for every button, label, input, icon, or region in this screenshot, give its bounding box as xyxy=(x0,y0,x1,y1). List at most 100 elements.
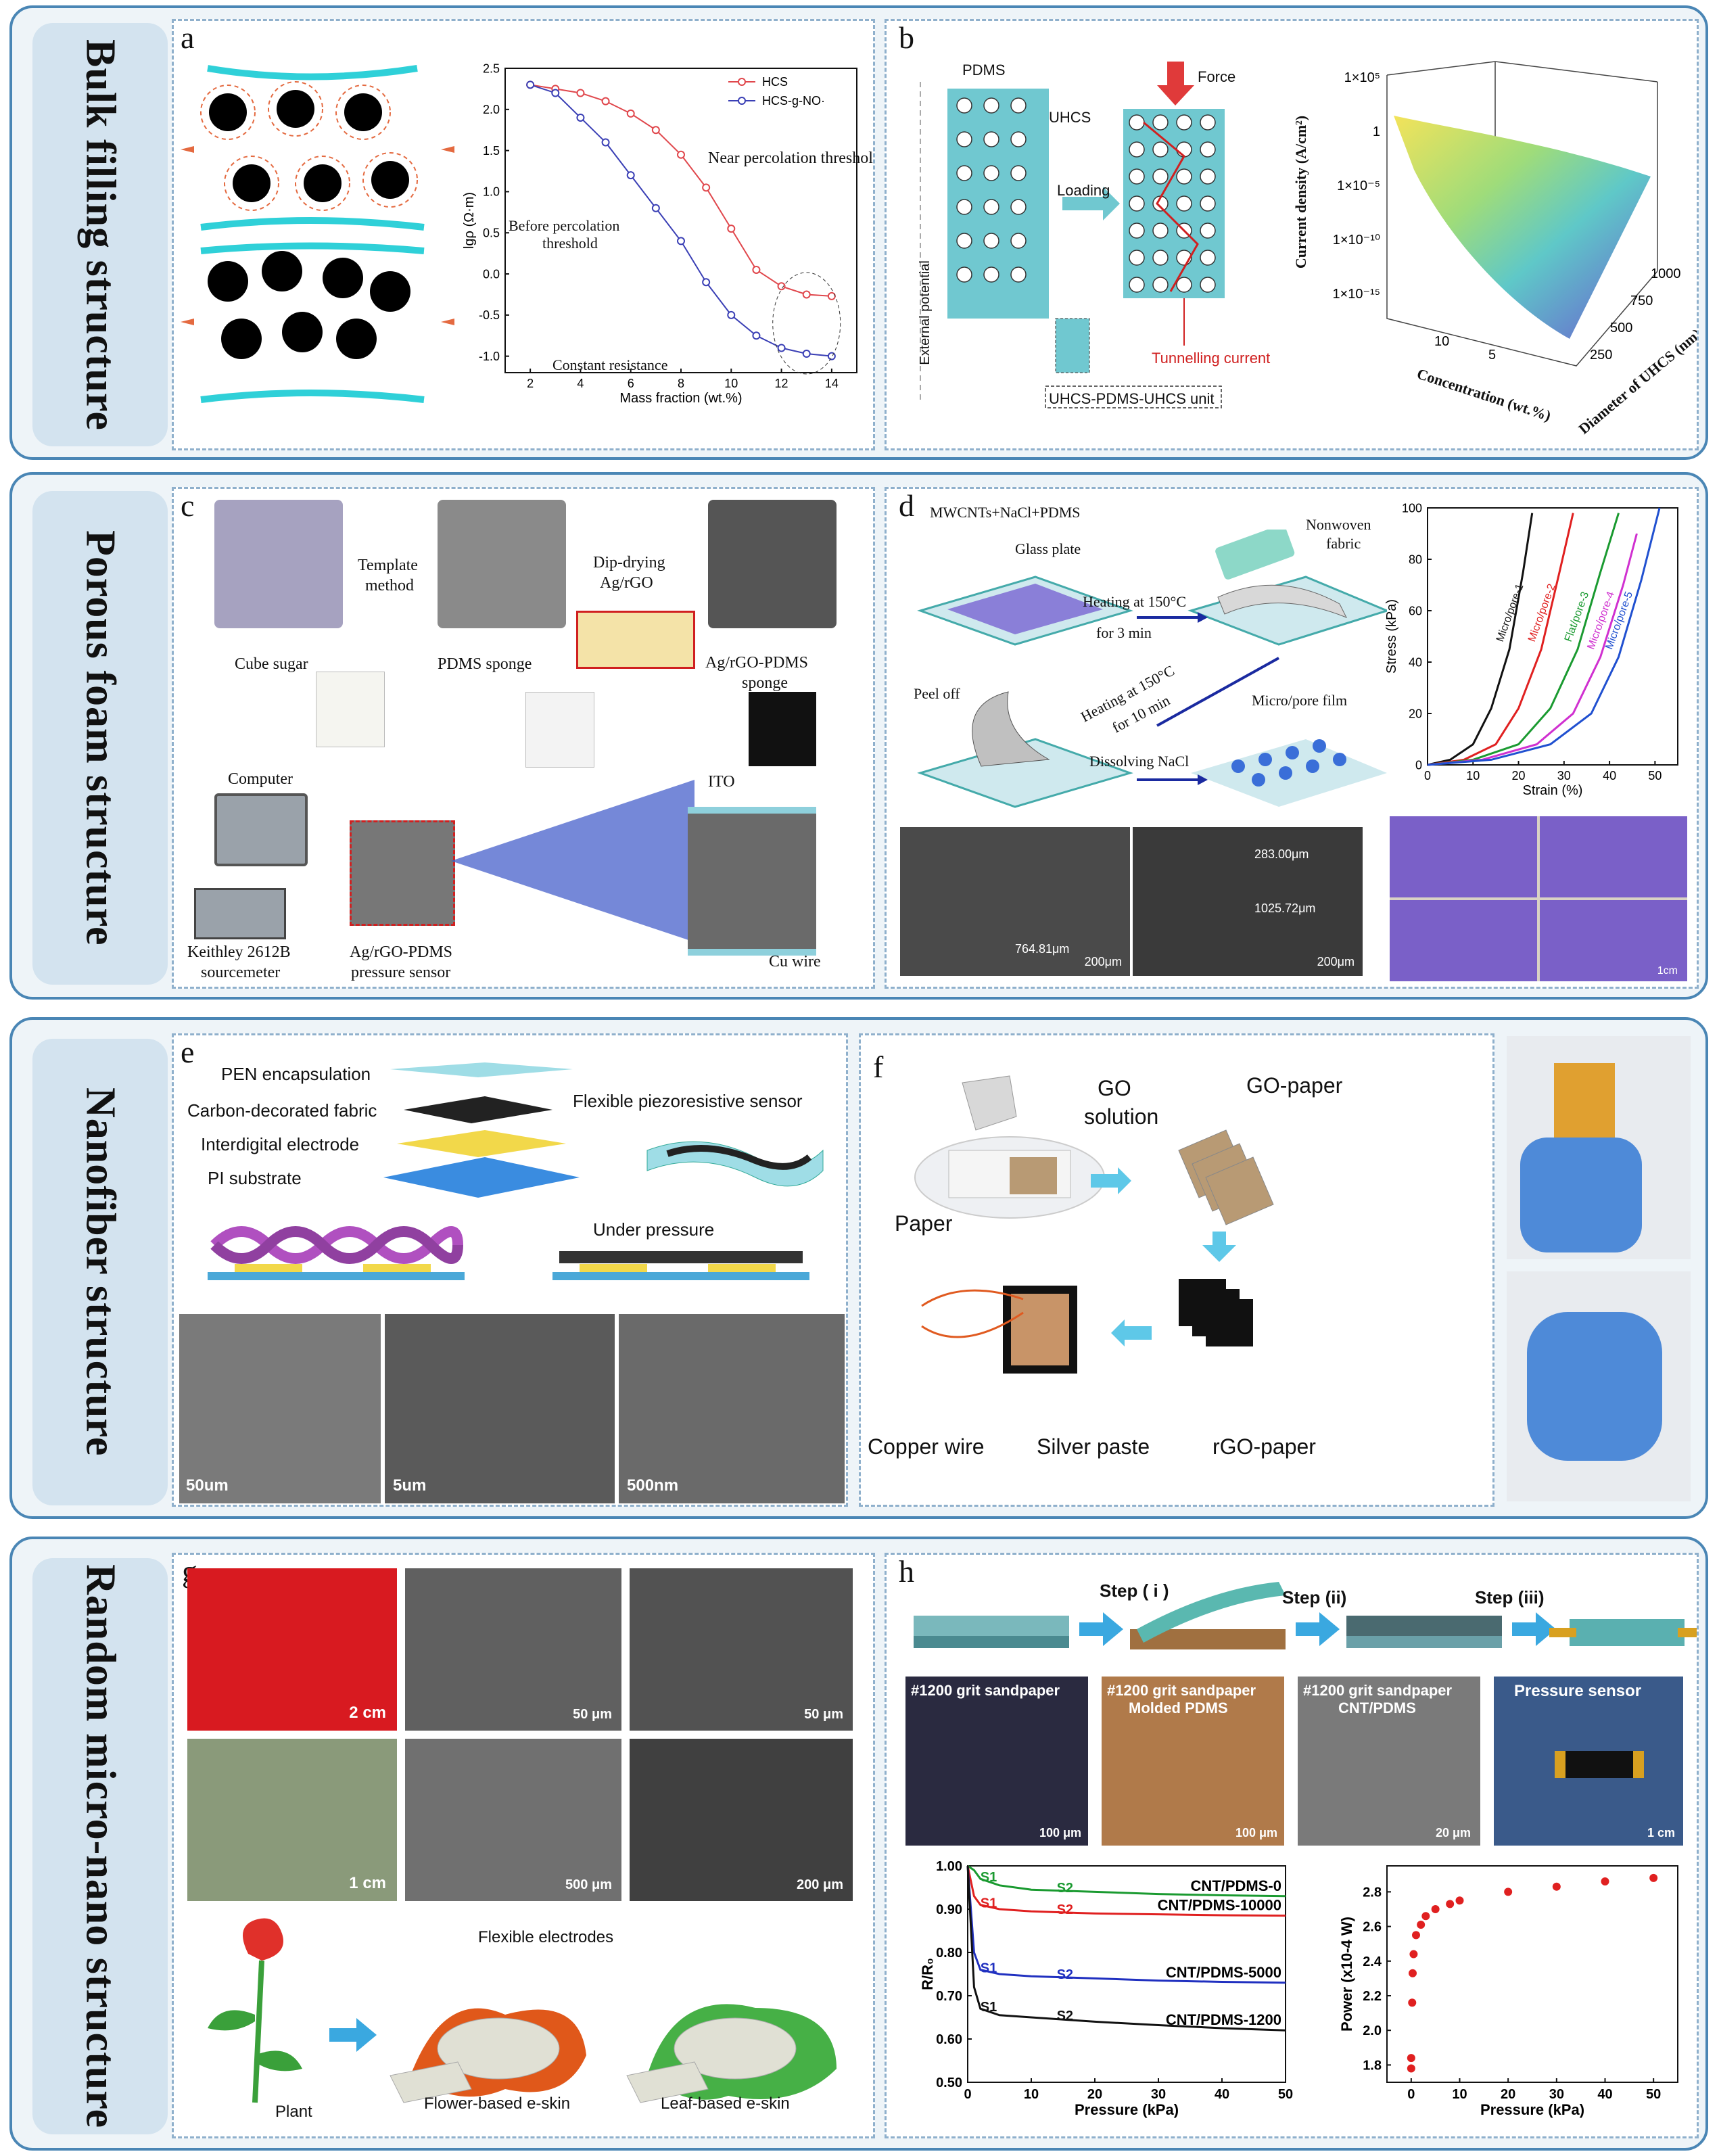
finger-photo-1 xyxy=(1390,816,1537,897)
finger-photos: 1cm xyxy=(1390,816,1687,981)
label-ito: ITO xyxy=(708,773,735,791)
data-point xyxy=(576,89,585,97)
x-tick-label: 50 xyxy=(1278,2087,1293,2102)
plot-frame xyxy=(1427,507,1678,766)
data-point xyxy=(576,113,585,122)
label-rgo: rGO-paper xyxy=(1212,1434,1316,1459)
sem-image-2: 200μm 283.00μm 1025.72μm xyxy=(1133,827,1363,976)
label-unit: UHCS-PDMS-UHCS unit xyxy=(1049,390,1215,407)
series-label: Micro/pore-2 xyxy=(1526,582,1558,643)
y-tick-label: 0.80 xyxy=(936,1946,962,1961)
y-tick-label: 1000 xyxy=(1651,266,1681,281)
x-tick-label: 2 xyxy=(527,377,534,390)
filler-schematic xyxy=(181,65,454,403)
legend-label: HCS xyxy=(762,75,788,89)
data-point xyxy=(1407,2064,1415,2073)
data-point xyxy=(1412,1931,1420,1940)
e-skin-illustration xyxy=(208,1918,837,2103)
data-point xyxy=(1417,1921,1426,1929)
data-point xyxy=(1504,1888,1513,1896)
ag-rgo-inset xyxy=(576,611,695,669)
region-label: S2 xyxy=(1057,1902,1073,1917)
region-label: S2 xyxy=(1057,2009,1073,2023)
plateau-circle xyxy=(772,272,841,375)
y-axis-label: lgρ (Ω·m) xyxy=(462,192,477,249)
dim-label: 1025.72μm xyxy=(1254,901,1316,915)
label-dissolve: Dissolving NaCl xyxy=(1089,753,1190,770)
series-line xyxy=(529,84,832,297)
finger-photo-2 xyxy=(1540,816,1687,897)
photo-scale: 2 cm xyxy=(349,1704,386,1722)
label-heat1b: for 3 min xyxy=(1096,624,1152,641)
data-point xyxy=(651,204,660,212)
x-tick-label: 50 xyxy=(1646,2087,1661,2102)
x-tick-label: 10 xyxy=(1466,769,1480,782)
photo-sensor-hand-1 xyxy=(1507,1036,1691,1259)
cube-sugar-image xyxy=(214,500,343,628)
sem-scale: 50um xyxy=(186,1476,229,1495)
label-flower: Flower-based e-skin xyxy=(424,2094,571,2113)
region-label: S2 xyxy=(1057,1967,1073,1982)
legend-label: HCS-g-NO· xyxy=(762,94,825,108)
x-tick-label: 10 xyxy=(724,377,738,390)
label-force: Force xyxy=(1198,68,1236,85)
annotation-before-2: threshold xyxy=(542,235,598,252)
y-axis-label: Stress (kPa) xyxy=(1384,599,1399,674)
x-tick-label: 40 xyxy=(1597,2087,1612,2102)
data-point xyxy=(1601,1877,1609,1886)
z-tick-label: 1×10⁻⁵ xyxy=(1337,179,1380,193)
label-step-3: Step (iii) xyxy=(1475,1587,1545,1608)
label-plant: Plant xyxy=(275,2103,312,2121)
sem-e-2: 5um xyxy=(385,1314,615,1503)
x-tick-label: 30 xyxy=(1151,2087,1166,2102)
data-point xyxy=(1431,1905,1440,1913)
sem-scale: 500 μm xyxy=(565,1877,612,1892)
label-peel: Peel off xyxy=(914,685,960,702)
data-point xyxy=(1408,1998,1417,2007)
label-agrgo-pdms: Ag/rGO-PDMS xyxy=(705,654,809,672)
sem-image-h: #1200 grit sandpaper CNT/PDMS 20 μm xyxy=(1298,1677,1480,1846)
ag-photo xyxy=(749,692,816,766)
data-point xyxy=(677,237,685,245)
image-title: #1200 grit sandpaper xyxy=(911,1682,1060,1699)
y-tick-label: 0.90 xyxy=(936,1902,962,1917)
label-step-1: Step ( i ) xyxy=(1100,1580,1169,1601)
data-point xyxy=(601,138,610,147)
sem-scale: 200μm xyxy=(1317,955,1355,968)
finger-photo-3 xyxy=(1390,900,1537,981)
y-tick-label: 0.60 xyxy=(936,2032,962,2047)
panel-b: b xyxy=(885,19,1699,450)
series-label: CNT/PDMS-10000 xyxy=(1158,1897,1281,1914)
data-point xyxy=(1408,1969,1417,1977)
sem-scale: 50 μm xyxy=(573,1707,612,1722)
section-porous-foam: Porous foam structure c Template method … xyxy=(9,472,1708,1000)
series-line xyxy=(966,1865,1286,1917)
y-axis-label: R/R₀ xyxy=(919,1958,936,1990)
y-tick-label: 2.8 xyxy=(1363,1885,1382,1900)
label-heat1: Heating at 150°C xyxy=(1083,593,1186,610)
data-point xyxy=(1421,1912,1430,1921)
scale-bar: 100 μm xyxy=(1235,1826,1277,1839)
series-label: CNT/PDMS-1200 xyxy=(1166,2011,1281,2028)
x-tick-label: 40 xyxy=(1215,2087,1229,2102)
pdms-sponge-image xyxy=(438,500,566,628)
sensor-film xyxy=(1554,1063,1615,1138)
image-subtitle: Molded PDMS xyxy=(1129,1700,1228,1716)
data-point xyxy=(702,183,711,192)
fiber-schematic xyxy=(208,1226,809,1280)
image-title: #1200 grit sandpaper xyxy=(1303,1682,1453,1699)
data-point xyxy=(526,80,535,89)
series-line xyxy=(966,1865,1286,2032)
sensor-rig xyxy=(350,820,455,926)
legend-marker xyxy=(738,78,746,86)
label-mix: MWCNTs+NaCl+PDMS xyxy=(930,504,1081,521)
panel-label: h xyxy=(899,1554,914,1589)
x-tick-label: 40 xyxy=(1603,769,1616,782)
section-title: Porous foam structure xyxy=(77,530,124,946)
label-go-2: solution xyxy=(1084,1104,1159,1129)
x-tick-label: 30 xyxy=(1557,769,1571,782)
series-line xyxy=(1427,507,1661,766)
